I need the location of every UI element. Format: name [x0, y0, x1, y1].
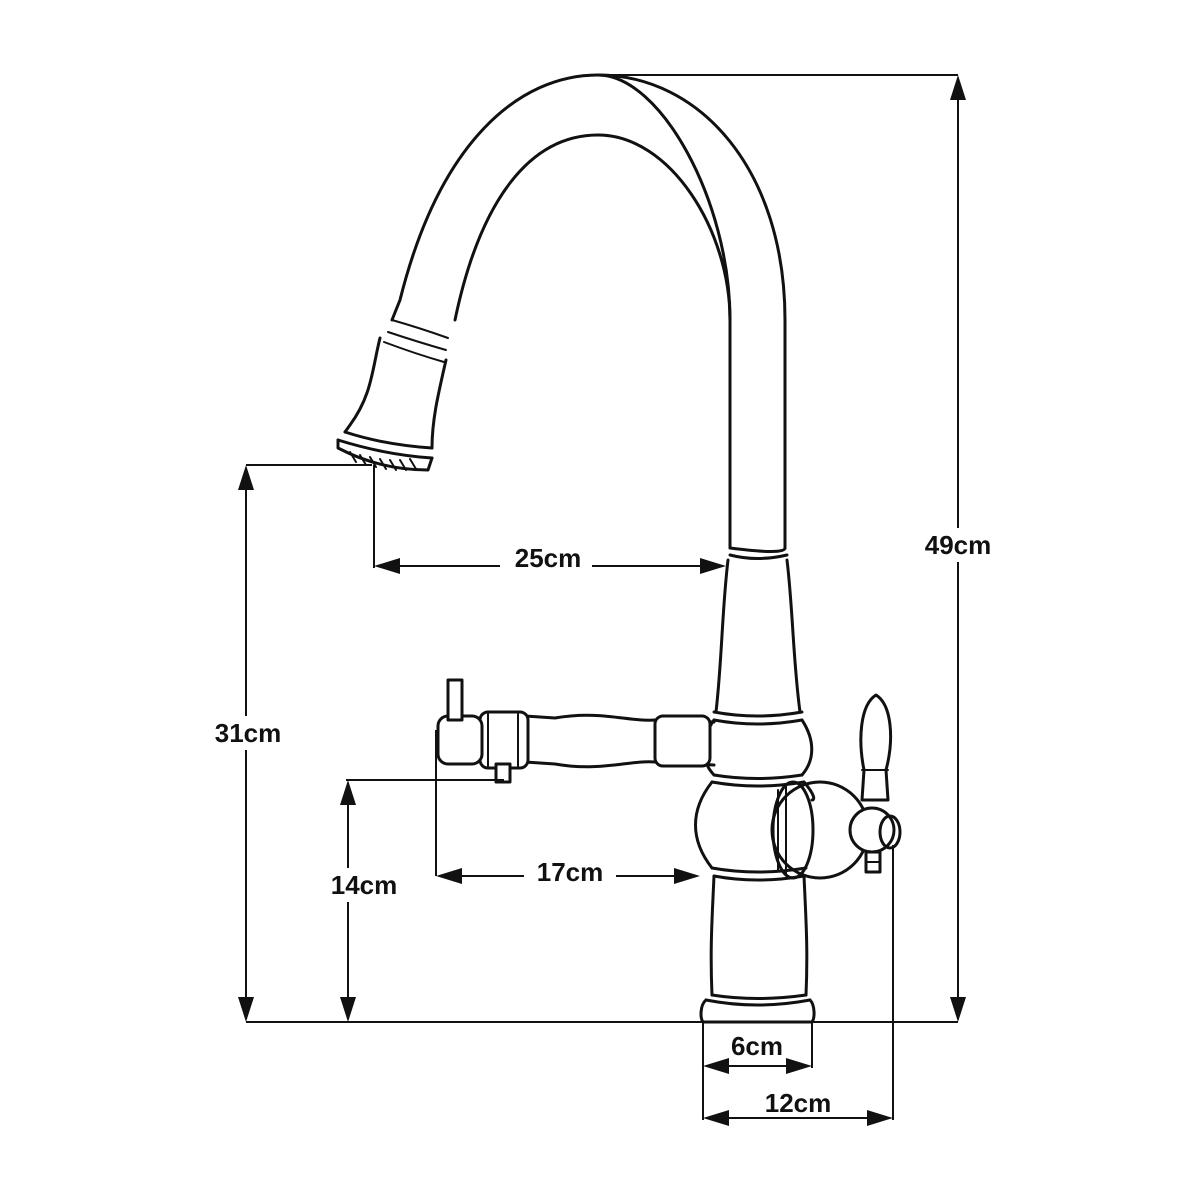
body-bulge-1 [702, 718, 814, 777]
body-ring-1 [712, 710, 804, 726]
faucet-illustration [336, 73, 902, 1024]
spout-outer-curve [390, 73, 732, 550]
base-ring [704, 993, 812, 1007]
spray-head-face [336, 438, 434, 472]
dimension-labels: 49cm 31cm 25cm 14cm 17cm 6cm 12cm [206, 528, 998, 1118]
base-to-handle-label: 12cm [765, 1088, 832, 1118]
spray-head-ring [336, 430, 434, 460]
body-lower [709, 874, 809, 997]
spray-nozzles [349, 451, 417, 471]
base-diameter-label: 6cm [731, 1031, 783, 1061]
total-height-label: 49cm [925, 530, 992, 560]
spout-height-label: 31cm [215, 718, 282, 748]
side-spout-reach-label: 17cm [537, 857, 604, 887]
side-spout-height-label: 14cm [331, 870, 398, 900]
spout-reach-label: 25cm [515, 543, 582, 573]
spray-head-collar [383, 319, 449, 363]
handle-lever [859, 693, 893, 802]
dimension-lines [238, 74, 966, 1126]
spray-head-body [343, 336, 448, 450]
side-spray-arm [436, 678, 716, 784]
spout-inner-arc [453, 133, 732, 322]
body-bulge-2 [694, 780, 816, 870]
spout-inner-curve [596, 73, 787, 550]
body-upper-top [728, 553, 789, 560]
handle-knob [848, 806, 902, 874]
body-ring-2 [710, 773, 806, 788]
body-upper [714, 546, 802, 714]
